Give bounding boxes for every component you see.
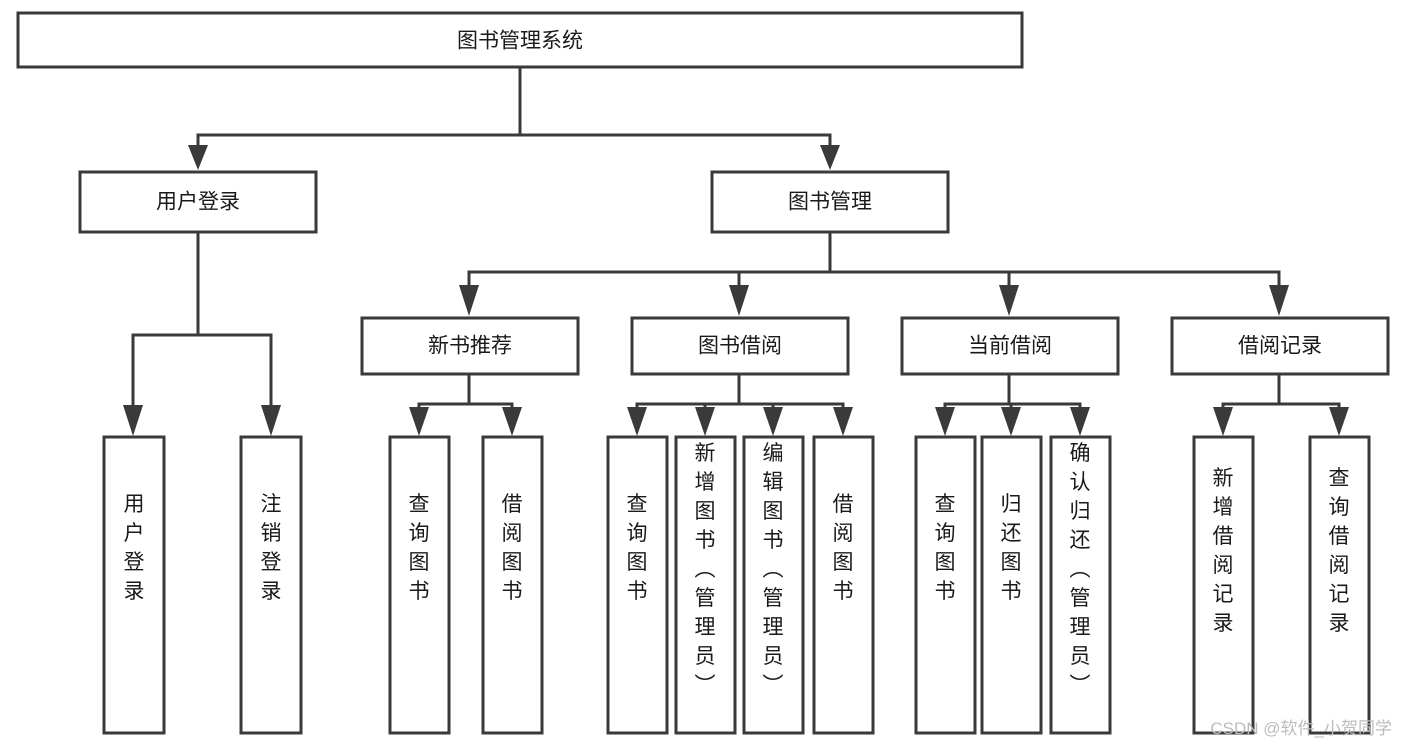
leaf-node-book-borrow-1-label: 查询图书	[627, 493, 648, 603]
leaf-node-current-borrow-3-box[interactable]	[1049, 435, 1112, 735]
arrow-head-user-login-leaf-1	[123, 405, 143, 436]
connector-group-user-login	[123, 230, 281, 436]
node-user-login[interactable]: 用户登录	[78, 170, 318, 234]
arrow-head-borrow-record-leaf-1	[1213, 407, 1233, 436]
arrow-head-current-borrow-leaf-1	[935, 407, 955, 436]
node-user-login-label: 用户登录	[156, 191, 240, 214]
node-book-borrow-box[interactable]	[630, 316, 850, 376]
leaf-node-book-borrow-3-box[interactable]	[742, 435, 805, 735]
arrow-head-current-borrow-leaf-3	[1070, 407, 1090, 436]
arrow-head-borrow-record-leaf-2	[1329, 407, 1349, 436]
leaf-node-book-borrow-3[interactable]: 编辑图书︵管理员︶	[742, 435, 805, 735]
node-user-login-box[interactable]	[78, 170, 318, 234]
arrow-head-book-borrow-leaf-4	[833, 407, 853, 436]
leaf-node-book-borrow-2-label: 新增图书︵管理员︶	[695, 442, 716, 697]
leaf-node-new-book-2-box[interactable]	[481, 435, 544, 735]
leaf-node-borrow-record-1[interactable]: 新增借阅记录	[1192, 435, 1255, 735]
leaf-node-user-login-1-box[interactable]	[102, 435, 166, 735]
leaf-node-borrow-record-2-label: 查询借阅记录	[1329, 467, 1350, 635]
node-current-borrow[interactable]: 当前借阅	[900, 316, 1120, 376]
arrow-head-to-borrow-record	[1269, 285, 1289, 316]
connector-group-root	[188, 65, 840, 170]
leaf-node-new-book-2[interactable]: 借阅图书	[481, 435, 544, 735]
leaf-node-new-book-1[interactable]: 查询图书	[388, 435, 451, 735]
connector-group-current-borrow	[935, 372, 1090, 436]
leaf-node-user-login-2-box[interactable]	[239, 435, 303, 735]
arrow-head-to-current-borrow	[999, 285, 1019, 316]
leaf-node-new-book-1-label: 查询图书	[409, 493, 430, 603]
connector-group-borrow-record	[1213, 372, 1349, 436]
leaf-node-current-borrow-3-label: 确认归还︵管理员︶	[1070, 442, 1091, 697]
node-book-management-box[interactable]	[710, 170, 950, 234]
arrow-head-book-borrow-leaf-2	[695, 407, 715, 436]
arrow-head-to-book-mgmt	[820, 145, 840, 170]
leaf-node-current-borrow-1[interactable]: 查询图书	[914, 435, 977, 735]
node-root-system[interactable]: 图书管理系统	[16, 11, 1024, 69]
leaf-node-book-borrow-4[interactable]: 借阅图书	[812, 435, 875, 735]
leaf-node-user-login-1[interactable]: 用户登录	[102, 435, 166, 735]
node-root-system-box[interactable]	[16, 11, 1024, 69]
arrow-head-to-book-borrow	[729, 285, 749, 316]
arrow-head-user-login-leaf-2	[261, 405, 281, 436]
arrow-head-new-book-leaf-2	[502, 407, 522, 436]
leaf-node-user-login-2-label: 注销登录	[261, 493, 282, 603]
leaf-node-current-borrow-1-box[interactable]	[914, 435, 977, 735]
node-current-borrow-label: 当前借阅	[968, 335, 1052, 358]
node-current-borrow-box[interactable]	[900, 316, 1120, 376]
leaf-node-new-book-2-label: 借阅图书	[502, 493, 523, 603]
arrow-head-to-new-book	[459, 285, 479, 316]
node-book-borrow-label: 图书借阅	[698, 335, 782, 358]
leaf-node-borrow-record-2[interactable]: 查询借阅记录	[1308, 435, 1371, 735]
leaf-node-book-borrow-2-box[interactable]	[674, 435, 737, 735]
arrow-head-to-user-login	[188, 145, 208, 170]
connector-group-book-mgmt	[459, 230, 1289, 316]
node-book-management-label: 图书管理	[788, 191, 872, 214]
leaf-node-new-book-1-box[interactable]	[388, 435, 451, 735]
node-root-system-label: 图书管理系统	[457, 30, 583, 53]
leaf-node-current-borrow-2-label: 归还图书	[1001, 493, 1022, 603]
connector-group-book-borrow	[627, 372, 853, 436]
arrow-head-book-borrow-leaf-3	[763, 407, 783, 436]
node-book-management[interactable]: 图书管理	[710, 170, 950, 234]
leaf-node-current-borrow-2-box[interactable]	[980, 435, 1043, 735]
leaf-node-book-borrow-1-box[interactable]	[606, 435, 669, 735]
node-borrow-record-label: 借阅记录	[1238, 335, 1322, 358]
node-book-borrow[interactable]: 图书借阅	[630, 316, 850, 376]
node-borrow-record[interactable]: 借阅记录	[1170, 316, 1390, 376]
leaf-node-user-login-1-label: 用户登录	[124, 493, 145, 603]
leaf-node-book-borrow-4-box[interactable]	[812, 435, 875, 735]
leaf-node-user-login-2[interactable]: 注销登录	[239, 435, 303, 735]
leaf-node-book-borrow-4-label: 借阅图书	[833, 493, 854, 603]
leaf-node-borrow-record-2-box[interactable]	[1308, 435, 1371, 735]
leaf-node-current-borrow-3[interactable]: 确认归还︵管理员︶	[1049, 435, 1112, 735]
node-borrow-record-box[interactable]	[1170, 316, 1390, 376]
node-new-book-recommend[interactable]: 新书推荐	[360, 316, 580, 376]
leaf-node-book-borrow-3-label: 编辑图书︵管理员︶	[763, 442, 784, 697]
leaf-node-current-borrow-2[interactable]: 归还图书	[980, 435, 1043, 735]
arrow-head-new-book-leaf-1	[409, 407, 429, 436]
leaf-node-borrow-record-1-label: 新增借阅记录	[1213, 467, 1234, 635]
leaf-node-book-borrow-1[interactable]: 查询图书	[606, 435, 669, 735]
arrow-head-current-borrow-leaf-2	[1001, 407, 1021, 436]
node-new-book-recommend-box[interactable]	[360, 316, 580, 376]
leaf-node-borrow-record-1-box[interactable]	[1192, 435, 1255, 735]
leaf-node-book-borrow-2[interactable]: 新增图书︵管理员︶	[674, 435, 737, 735]
csdn-watermark: CSDN @软件_小贺同学	[1210, 719, 1392, 738]
connector-group-new-book-recommend	[409, 372, 522, 436]
leaf-node-current-borrow-1-label: 查询图书	[935, 493, 956, 603]
arrow-head-book-borrow-leaf-1	[627, 407, 647, 436]
node-new-book-recommend-label: 新书推荐	[428, 335, 512, 358]
